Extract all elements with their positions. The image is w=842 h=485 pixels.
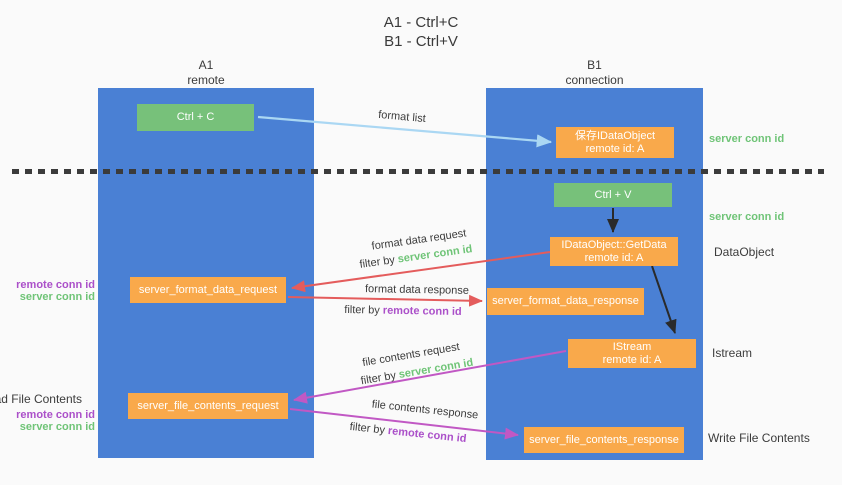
node-format-response-label: server_format_data_response: [492, 295, 639, 307]
title-line-1: A1 - Ctrl+C: [383, 14, 459, 31]
node-idataobject-getdata: IDataObject::GetData remote id: A: [550, 237, 678, 266]
node-server-format-data-request: server_format_data_request: [130, 277, 286, 303]
side-label-read-file-contents: Read File Contents: [0, 392, 82, 406]
title-line-2: B1 - Ctrl+V: [384, 33, 458, 50]
side-label-remote-conn-id-bottom: remote conn id: [16, 409, 95, 421]
side-label-remote-conn-id-mid: remote conn id: [16, 279, 95, 291]
label-filter-by-remote-conn-id-2: filter by remote conn id: [349, 421, 467, 445]
filter-by-text: filter by: [358, 253, 399, 271]
side-label-server-conn-id-bottom: server conn id: [19, 421, 95, 433]
label-format-list: format list: [377, 108, 427, 126]
left-column-id: A1: [198, 58, 214, 72]
node-save-idataobject: 保存IDataObject remote id: A: [556, 127, 674, 158]
right-column-id: B1: [587, 58, 602, 72]
remote-conn-id-text: remote conn id: [387, 424, 467, 446]
arrow-format-data-response: [287, 294, 483, 307]
filter-by-text: filter by: [359, 369, 400, 388]
left-column-header: A1 remote: [98, 58, 314, 88]
left-column-subtitle: remote: [187, 73, 225, 87]
node-ctrl-v: Ctrl + V: [554, 183, 672, 207]
label-filter-by-remote-conn-id-1: filter by remote conn id: [344, 304, 462, 318]
node-server-format-data-response: server_format_data_response: [487, 288, 644, 315]
side-label-server-conn-id-left-mid: server conn id: [19, 291, 95, 303]
right-column-header: B1 connection: [486, 58, 703, 88]
node-save-idataobject-line2: remote id: A: [585, 142, 645, 155]
label-file-contents-response: file contents response: [371, 398, 479, 422]
node-ctrl-v-label: Ctrl + V: [594, 188, 632, 201]
diagram-title: A1 - Ctrl+C B1 - Ctrl+V: [0, 13, 842, 51]
node-file-response-label: server_file_contents_response: [529, 433, 679, 446]
node-istream-line1: IStream: [612, 340, 652, 353]
side-label-dataobject: DataObject: [714, 245, 775, 259]
node-istream-line2: remote id: A: [602, 353, 662, 366]
node-file-request-label: server_file_contents_request: [137, 399, 279, 412]
node-save-idataobject-line1: 保存IDataObject: [574, 129, 656, 142]
filter-by-text: filter by: [344, 303, 383, 317]
filter-by-text: filter by: [349, 420, 389, 437]
side-label-write-file-contents: Write File Contents: [708, 431, 810, 445]
node-server-file-contents-request: server_file_contents_request: [128, 393, 288, 419]
phase-separator-dotted-line: [12, 169, 824, 174]
side-label-server-conn-id-mid: server conn id: [709, 211, 785, 223]
node-getdata-line2: remote id: A: [584, 251, 644, 264]
node-server-file-contents-response: server_file_contents_response: [524, 427, 684, 453]
node-format-request-label: server_format_data_request: [138, 283, 278, 296]
remote-conn-id-text: remote conn id: [382, 304, 462, 319]
node-istream: IStream remote id: A: [568, 339, 696, 368]
side-label-istream: Istream: [712, 346, 753, 360]
node-ctrl-c-label: Ctrl + C: [176, 111, 215, 123]
node-getdata-line1: IDataObject::GetData: [561, 238, 667, 251]
right-column-subtitle: connection: [565, 73, 624, 87]
node-ctrl-c: Ctrl + C: [137, 104, 254, 131]
side-label-server-conn-id-top: server conn id: [709, 133, 785, 145]
label-format-data-response: format data response: [364, 283, 470, 297]
